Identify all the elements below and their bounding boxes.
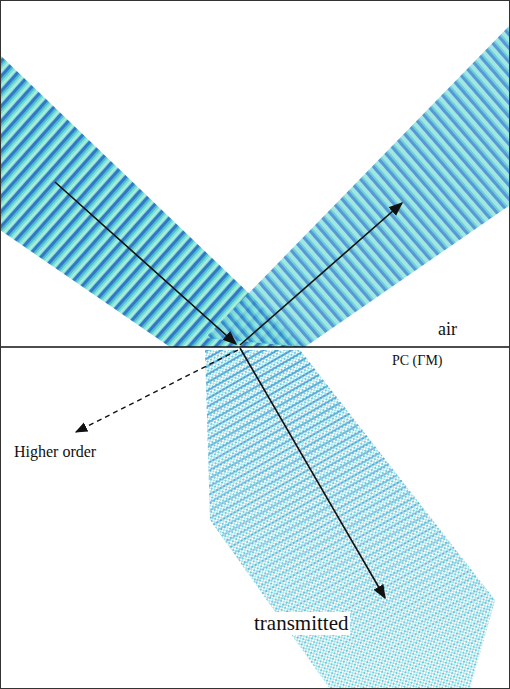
transmitted-field [205,350,495,689]
incident-arrow [55,182,236,344]
transmitted-arrow [240,348,385,598]
transmitted-wavefronts [205,350,495,689]
interface-line [0,346,510,348]
reflected-arrow [240,203,402,345]
region-label: air [438,320,457,340]
beam-label: transmitted [252,612,350,635]
higher-order-arrow [76,350,238,432]
reflected-beam [205,25,510,347]
order-label: Higher order [14,443,96,461]
region-label: PC (ΓM) [392,353,443,368]
